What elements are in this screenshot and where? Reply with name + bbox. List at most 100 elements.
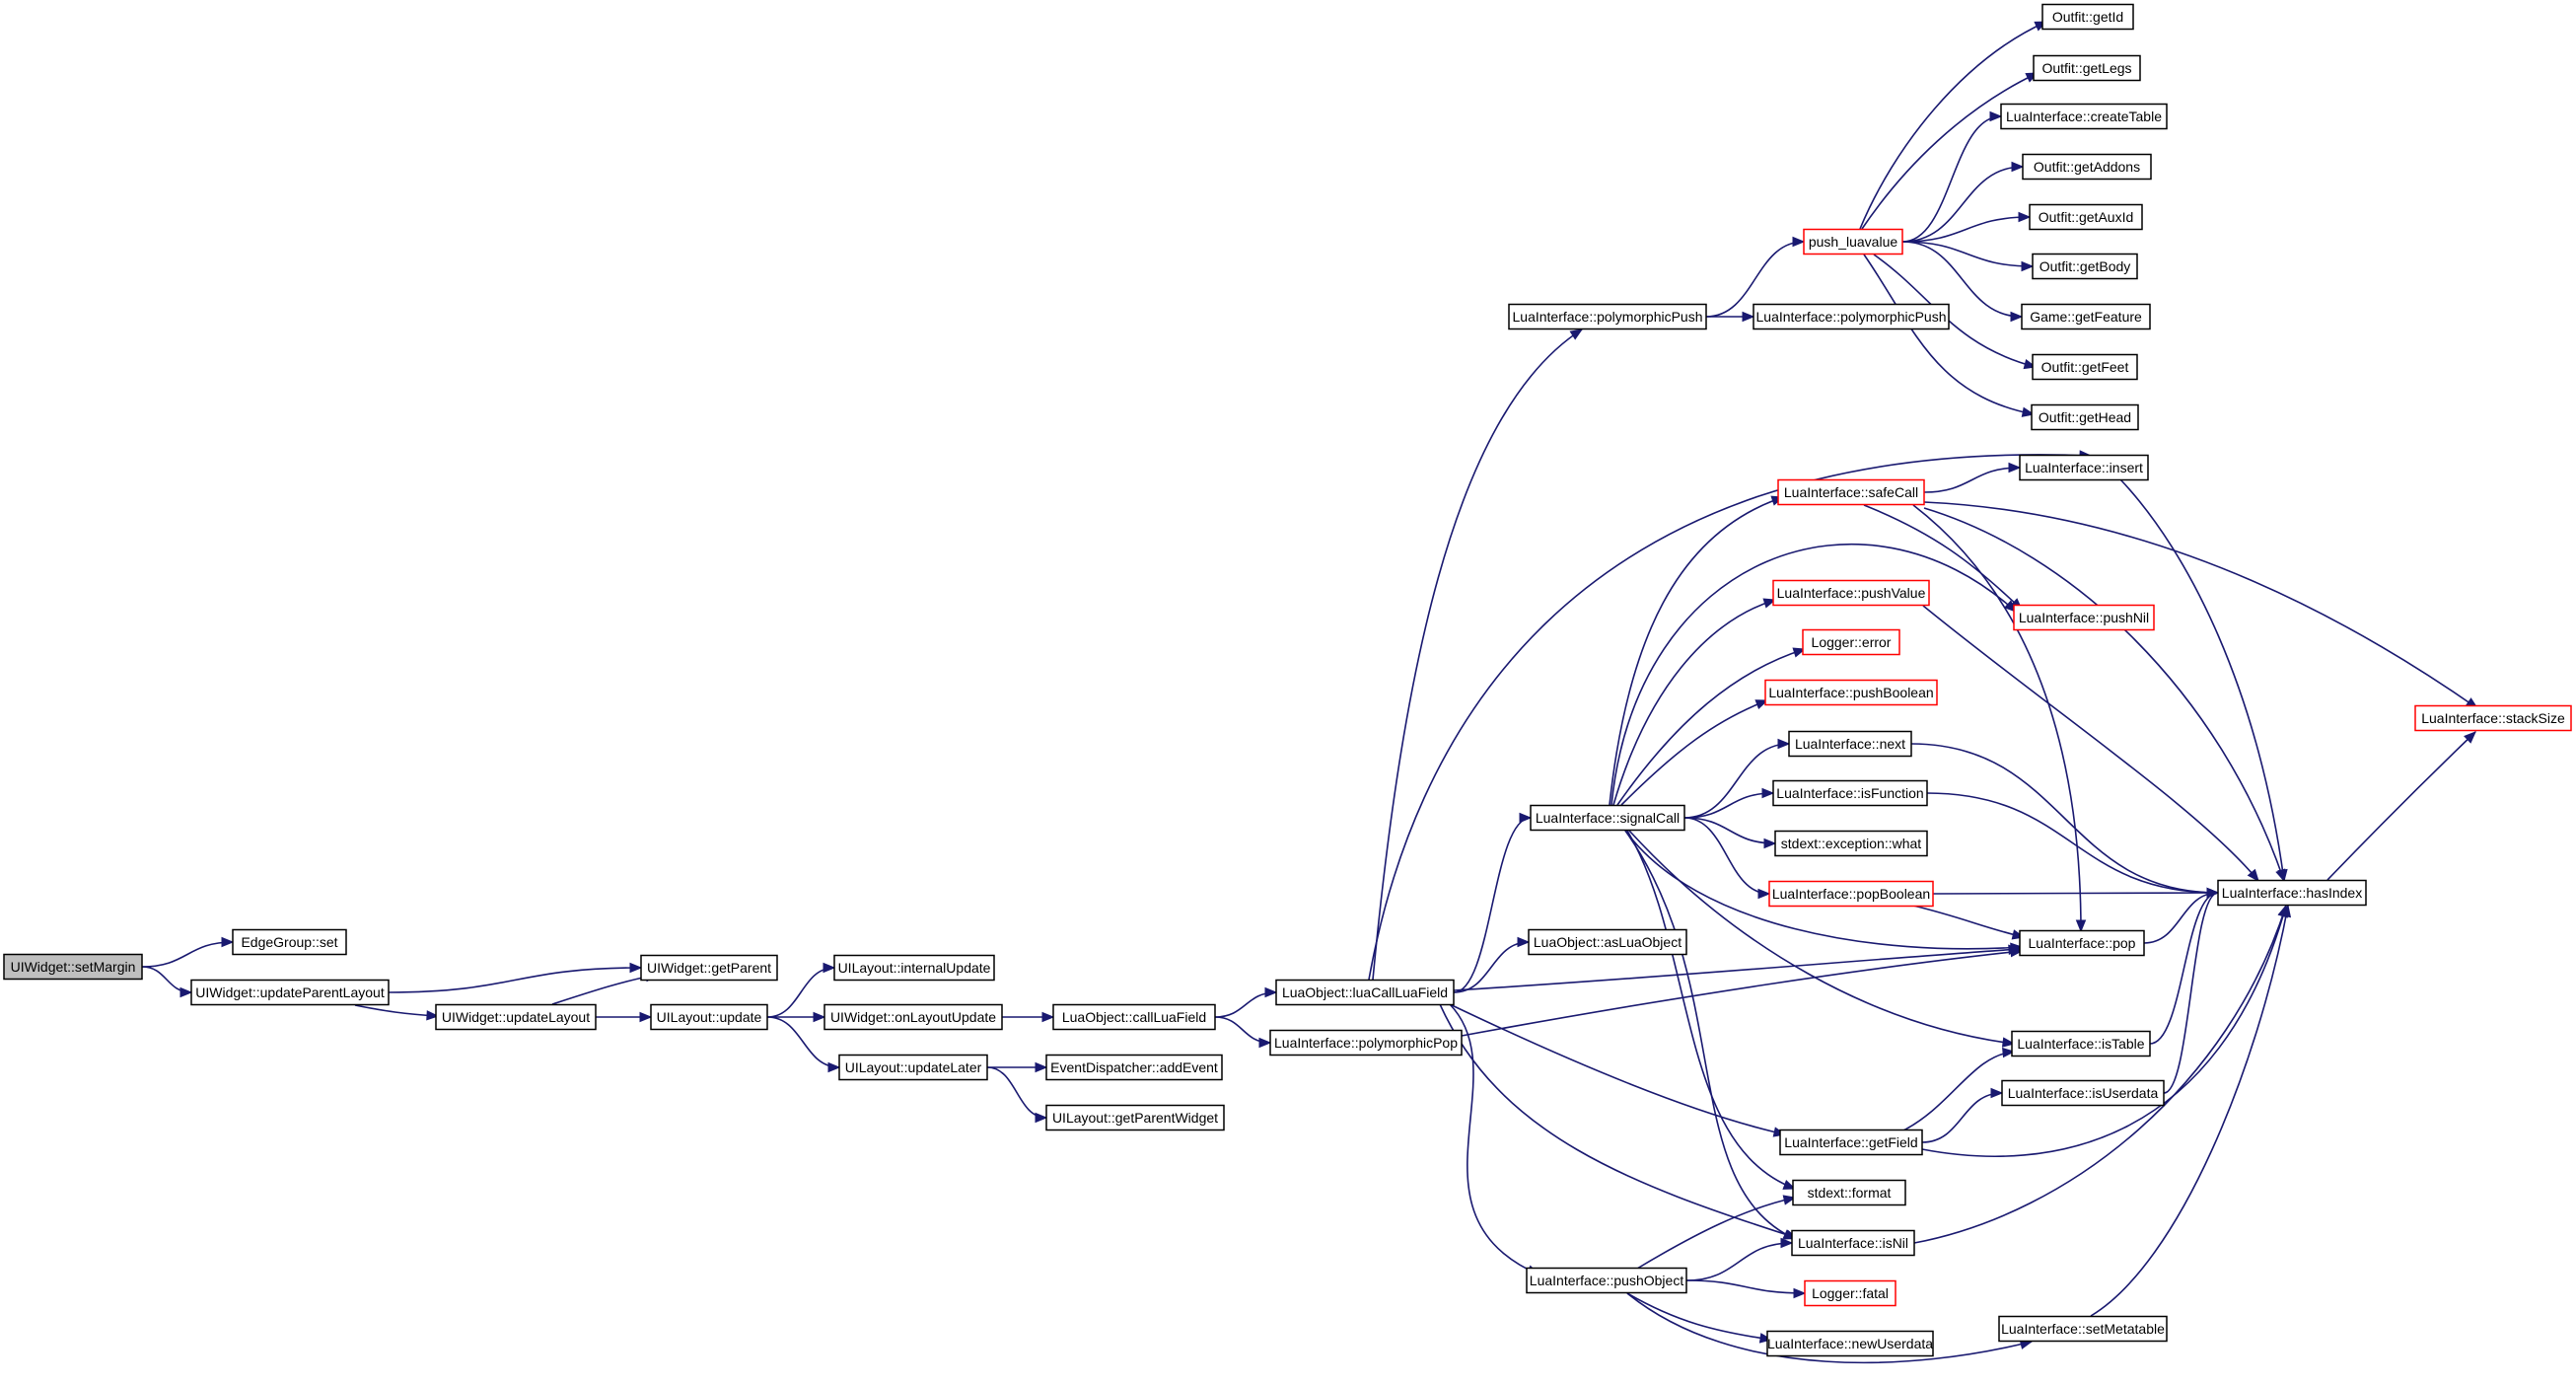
function-node-label: LuaObject::asLuaObject (1534, 934, 1682, 950)
function-node[interactable]: LuaInterface::insert (2019, 454, 2149, 481)
function-node-label: UILayout::update (657, 1009, 762, 1025)
call-edge-line (1705, 241, 1805, 318)
call-edge-line (1609, 496, 1784, 806)
arrowhead-icon (2001, 1037, 2016, 1048)
function-node-box (838, 1054, 988, 1081)
call-edge-line (1685, 1242, 1793, 1281)
function-node[interactable]: LuaInterface::pushBoolean (1764, 679, 1938, 706)
call-edge-line (1683, 817, 1776, 844)
function-node-box (2022, 153, 2152, 181)
call-edge (1683, 817, 1771, 900)
call-edge-line (1610, 543, 2017, 806)
function-node-label: UIWidget::getParent (647, 960, 771, 976)
function-node-label: Game::getFeature (2030, 309, 2142, 325)
function-node-label: LuaObject::callLuaField (1062, 1009, 1206, 1025)
function-node[interactable]: LuaInterface::polymorphicPush (1508, 303, 1707, 330)
function-node[interactable]: Outfit::getFeet (2032, 353, 2138, 381)
function-node[interactable]: Outfit::getBody (2032, 253, 2138, 280)
call-edge-line (1912, 905, 2025, 938)
function-node-label: push_luavalue (1809, 234, 1898, 250)
function-node[interactable]: EdgeGroup::set (232, 928, 347, 956)
function-node[interactable]: LuaInterface::polymorphicPop (1269, 1029, 1463, 1057)
call-edges (141, 21, 2479, 1364)
function-node-box (2041, 3, 2134, 31)
function-node[interactable]: LuaInterface::polymorphicPush (1753, 303, 1950, 330)
function-node[interactable]: stdext::format (1792, 1179, 1906, 1206)
function-node-label: UILayout::getParentWidget (1052, 1110, 1218, 1126)
call-edge-line (1628, 830, 2015, 1045)
function-node[interactable]: UIWidget::updateLayout (435, 1003, 597, 1031)
function-node[interactable]: LuaInterface::pushNil (2013, 604, 2155, 631)
function-node[interactable]: Outfit::getAuxId (2029, 203, 2143, 231)
function-node-box (1045, 1104, 1225, 1131)
arrowhead-icon (2021, 406, 2036, 417)
call-edge (1902, 1047, 2016, 1131)
function-node[interactable]: LuaObject::callLuaField (1052, 1003, 1216, 1031)
function-node[interactable]: UILayout::internalUpdate (833, 954, 995, 982)
function-node[interactable]: UILayout::update (650, 1003, 768, 1031)
function-node[interactable]: LuaInterface::safeCall (1777, 478, 1925, 506)
function-node-label: UIWidget::onLayoutUpdate (830, 1009, 996, 1025)
call-edge-line (1863, 254, 2035, 415)
function-node[interactable]: LuaInterface::popBoolean (1768, 880, 1934, 908)
function-node-box (1768, 880, 1934, 908)
function-node[interactable]: UIWidget::onLayoutUpdate (823, 1003, 1003, 1031)
call-edge-line (1449, 1003, 1786, 1135)
function-node[interactable]: Outfit::getLegs (2033, 54, 2141, 82)
function-node-box (1528, 928, 1687, 956)
function-node[interactable]: LuaInterface::hasIndex (2217, 879, 2367, 907)
arrowhead-icon (2280, 904, 2292, 918)
function-node[interactable]: UIWidget::updateParentLayout (190, 979, 390, 1006)
call-edge-line (1626, 1292, 2033, 1364)
function-node-box (435, 1003, 597, 1031)
function-node[interactable]: LuaInterface::getField (1779, 1129, 1923, 1156)
call-edge (1683, 817, 1777, 849)
call-edge (1620, 699, 1769, 806)
function-node[interactable]: stdext::exception::what (1774, 830, 1928, 857)
call-edge (2119, 478, 2288, 883)
function-node[interactable]: UILayout::getParentWidget (1045, 1104, 1225, 1131)
call-edge-line (1922, 605, 2259, 882)
function-node-label: Outfit::getAddons (2034, 159, 2140, 175)
function-node[interactable]: EventDispatcher::addEvent (1045, 1054, 1223, 1081)
function-node[interactable]: LuaObject::asLuaObject (1528, 928, 1687, 956)
function-node[interactable]: LuaInterface::isNil (1791, 1229, 1915, 1257)
arrowhead-icon (1035, 1112, 1048, 1124)
function-node-label: stdext::exception::what (1781, 836, 1922, 851)
function-node[interactable]: UILayout::updateLater (838, 1054, 988, 1081)
function-node[interactable]: Logger::error (1802, 628, 1900, 656)
call-edge (388, 962, 643, 993)
function-node[interactable]: LuaInterface::next (1788, 730, 1912, 758)
call-edge-line (1624, 830, 1796, 1240)
function-node[interactable]: LuaInterface::stackSize (2414, 704, 2572, 732)
function-node[interactable]: Logger::fatal (1804, 1279, 1896, 1307)
function-node[interactable]: LuaInterface::pushObject (1526, 1267, 1687, 1294)
function-node-box (1804, 1279, 1896, 1307)
function-node[interactable]: Outfit::getAddons (2022, 153, 2152, 181)
function-node[interactable]: LuaObject::luaCallLuaField (1275, 979, 1455, 1006)
function-node-label: LuaInterface::insert (2025, 460, 2143, 475)
call-edge (1372, 328, 1584, 981)
function-node-box (2032, 353, 2138, 381)
function-node[interactable]: Game::getFeature (2021, 303, 2151, 330)
function-node[interactable]: LuaInterface::setMetatable (1998, 1315, 2168, 1343)
function-node-box (1772, 579, 1930, 607)
function-node[interactable]: UIWidget::getParent (640, 954, 778, 982)
function-node[interactable]: LuaInterface::newUserdata (1766, 1330, 1934, 1357)
function-node[interactable]: Outfit::getId (2041, 3, 2134, 31)
function-node[interactable]: LuaInterface::pop (2019, 929, 2145, 957)
function-node[interactable]: LuaInterface::signalCall (1530, 804, 1685, 832)
call-edge-line (2090, 905, 2289, 1317)
function-node[interactable]: Outfit::getHead (2031, 403, 2139, 431)
function-node[interactable]: LuaInterface::createTable (2000, 103, 2168, 130)
function-node[interactable]: push_luavalue (1803, 228, 1903, 255)
function-node[interactable]: LuaInterface::isTable (2011, 1030, 2151, 1057)
call-edge (141, 936, 235, 968)
function-node[interactable]: LuaInterface::pushValue (1772, 579, 1930, 607)
function-node[interactable]: LuaInterface::isFunction (1772, 779, 1928, 807)
function-node-label: LuaInterface::isFunction (1776, 785, 1923, 801)
function-node[interactable]: LuaInterface::isUserdata (2001, 1079, 2165, 1107)
function-node-label: LuaInterface::polymorphicPush (1756, 309, 1947, 325)
function-node[interactable]: UIWidget::setMargin (3, 953, 143, 981)
call-edge (1461, 947, 2024, 1037)
